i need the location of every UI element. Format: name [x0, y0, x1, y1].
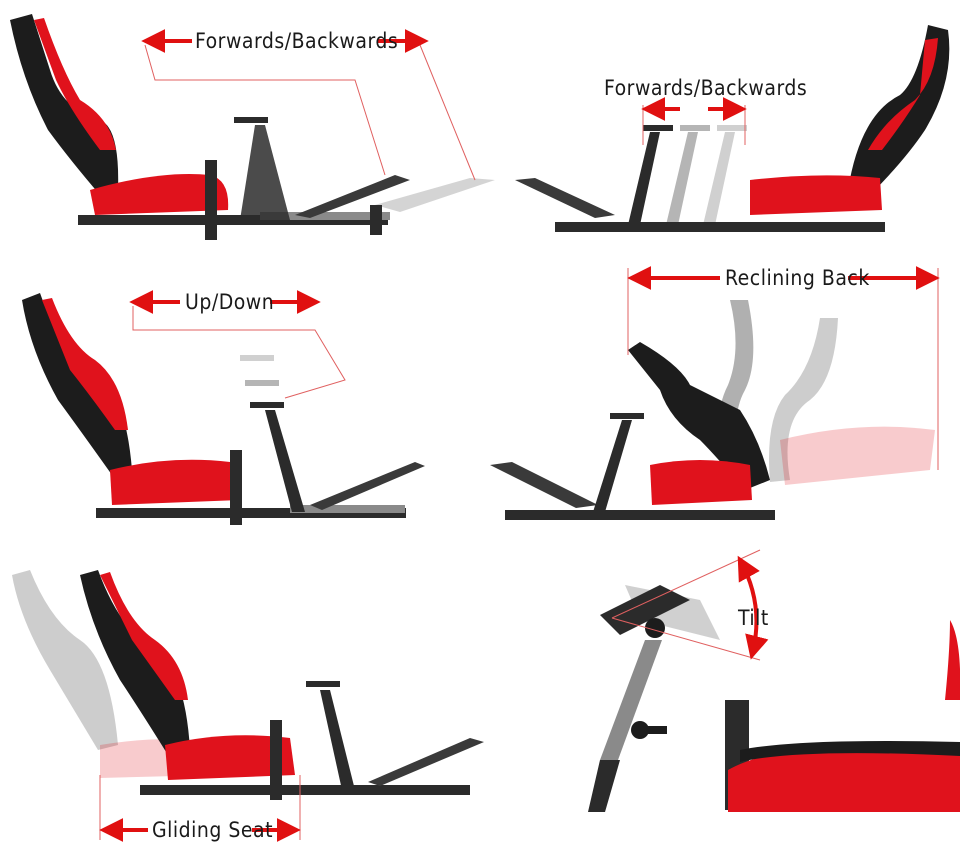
panel-gliding-seat: Gliding Seat — [12, 570, 484, 842]
label-reclining-back: Reclining Back — [725, 266, 870, 290]
label-gliding-seat: Gliding Seat — [152, 818, 273, 842]
panel-reclining-back: Reclining Back — [490, 266, 940, 520]
label-forwards-backwards-pedals: Forwards/Backwards — [195, 29, 398, 53]
label-up-down: Up/Down — [185, 290, 274, 314]
panel-wheel-forward-backward: Forwards/Backwards — [515, 25, 950, 232]
label-tilt: Tilt — [737, 606, 769, 630]
panel-pedals-forward-backward: Forwards/Backwards — [10, 14, 495, 240]
panel-wheel-up-down: Up/Down — [22, 290, 425, 525]
label-forwards-backwards-wheel: Forwards/Backwards — [604, 76, 807, 100]
panel-wheel-tilt: Tilt — [588, 549, 960, 812]
